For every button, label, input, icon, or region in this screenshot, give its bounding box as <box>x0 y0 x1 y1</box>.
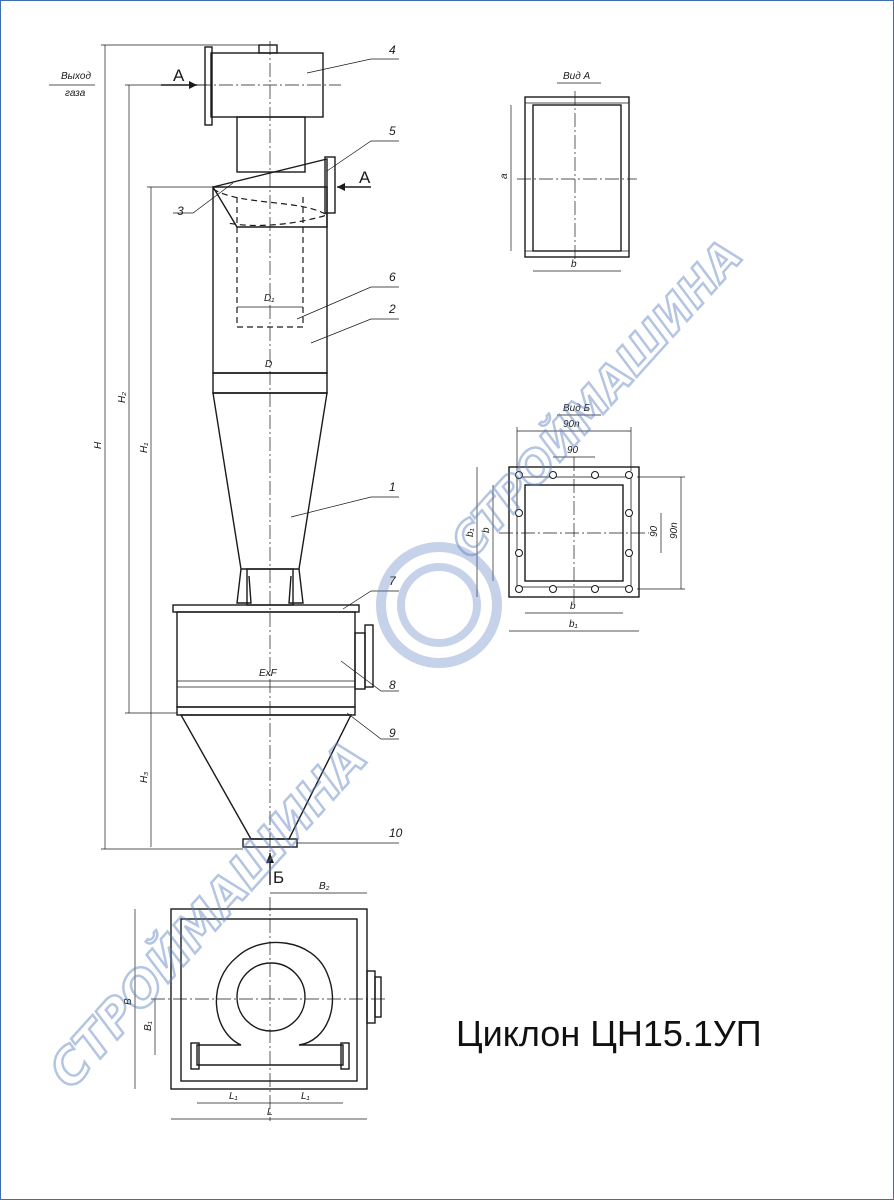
bolt-holes <box>515 471 633 593</box>
section-a-top: А <box>173 66 185 85</box>
view-b-dim-b1-bottom: b₁ <box>569 619 578 630</box>
plan-view: B₂ B B₁ L₁ L₁ L <box>123 881 385 1121</box>
bunker-ring <box>176 706 356 716</box>
volute <box>196 941 344 1066</box>
label-H2: H₂ <box>117 392 128 403</box>
elevation-dimensions: H H₂ H₁ H₃ D D₁ ExF Выход газа А А Б <box>49 44 371 887</box>
view-b-dim-90n-side: 90n <box>669 522 680 539</box>
top-cap <box>258 44 278 54</box>
view-b-dim-90-side: 90 <box>649 525 660 537</box>
callout-5: 5 <box>389 124 396 138</box>
label-H1: H₁ <box>139 443 150 453</box>
callout-6: 6 <box>389 270 396 284</box>
inlet-flange <box>324 156 336 214</box>
plan-dim-B1: B₁ <box>143 1021 154 1031</box>
view-b-dim-90-top: 90 <box>567 445 579 456</box>
view-a: Вид А a b <box>499 71 637 272</box>
section-b: Б <box>273 868 284 887</box>
label-H: H <box>93 441 104 449</box>
view-b-title: Вид Б <box>563 403 591 414</box>
exhaust-pipe <box>236 116 306 173</box>
plan-dim-L1-right: L₁ <box>301 1091 310 1102</box>
bunker <box>176 611 356 708</box>
view-b-dim-b1-side: b₁ <box>465 528 476 537</box>
callout-10: 10 <box>389 826 403 840</box>
view-b-dim-90n-top: 90n <box>563 419 580 430</box>
view-b: Вид Б 90n 90 90n 90 b₁ b b b₁ <box>465 403 685 632</box>
bunker-lid <box>172 604 360 613</box>
outlet-note-top: Выход <box>61 71 91 82</box>
callouts: 4 5 3 6 2 1 7 8 9 10 <box>173 43 403 844</box>
volute-core <box>236 962 306 1032</box>
label-D1: D₁ <box>264 293 274 304</box>
bunker-flange-plate <box>364 624 374 688</box>
callout-9: 9 <box>389 726 396 740</box>
label-H3: H₃ <box>139 772 150 783</box>
support-legs <box>236 568 304 604</box>
plan-dim-B2: B₂ <box>319 881 330 892</box>
drawing-title: Циклон ЦН15.1УП <box>456 1013 762 1054</box>
inlet-pipe <box>211 158 328 228</box>
label-ExF: ExF <box>259 668 278 679</box>
view-a-dim-a: a <box>499 173 510 179</box>
plan-dim-B: B <box>123 998 134 1005</box>
view-a-dim-b: b <box>571 259 577 270</box>
plan-dim-L1-left: L₁ <box>229 1091 238 1102</box>
watermark-upper: СТРОЙМАШИНА <box>440 229 753 568</box>
callout-7: 7 <box>389 574 397 588</box>
view-b-dim-b-bottom: b <box>570 601 576 612</box>
view-b-dim-b-side: b <box>481 527 492 533</box>
view-a-title: Вид А <box>563 71 591 82</box>
callout-1: 1 <box>389 480 396 494</box>
watermark-lower: СТРОЙМАШИНА <box>38 730 379 1099</box>
callout-4: 4 <box>389 43 396 57</box>
bunker-flange <box>354 632 366 690</box>
callout-3: 3 <box>177 204 184 218</box>
callout-8: 8 <box>389 678 396 692</box>
watermark: СТРОЙМАШИНА СТРОЙМАШИНА <box>36 228 754 1100</box>
section-a-side: А <box>359 168 371 187</box>
callout-2: 2 <box>388 302 396 316</box>
outlet-note-bottom: газа <box>65 88 86 99</box>
label-D: D <box>265 359 272 370</box>
spiral-hidden-line <box>212 188 329 227</box>
outlet-flange <box>204 46 213 126</box>
plan-dim-L: L <box>267 1107 273 1118</box>
